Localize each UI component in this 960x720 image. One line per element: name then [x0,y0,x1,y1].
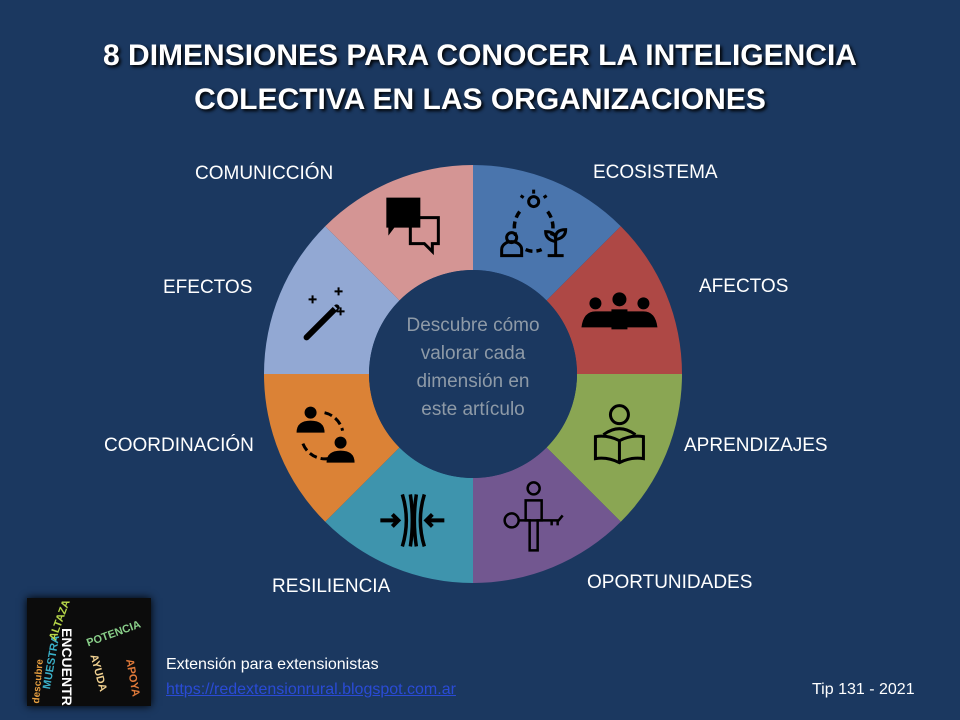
label-ecosistema: ECOSISTEMA [593,162,718,183]
logo-word: AYUDA [87,653,109,693]
person-key-icon [503,481,564,552]
label-oportunidades: OPORTUNIDADES [587,572,753,593]
label-comunicacion: COMUNICCIÓN [195,163,334,184]
chat-bubbles-icon [386,197,440,256]
center-text-line: este artículo [421,399,525,420]
center-circle [369,270,577,478]
wheel-segment-comunicción[interactable] [325,165,473,301]
wheel-segment-oportunidades[interactable] [473,447,621,583]
logo-word: POTENCIA [85,618,143,650]
group-hug-icon [581,292,658,330]
label-efectos: EFECTOS [163,277,253,298]
people-cycle-icon [296,406,355,463]
label-resiliencia: RESILIENCIA [272,576,391,597]
logo-word: descubre [31,658,46,704]
compression-arrows-icon [380,493,445,547]
center-text-line: Descubre cómo [406,315,540,336]
blog-link[interactable]: https://redextensionrural.blogspot.com.a… [166,681,456,698]
center-text-line: dimensión en [416,371,530,392]
center-text-line: valorar cada [420,343,526,364]
label-aprendizajes: APRENDIZAJES [684,435,828,456]
title-line-2: COLECTIVA EN LAS ORGANIZACIONES [194,83,766,116]
wheel-segment-coordinación[interactable] [264,374,400,522]
footer-subtitle: Extensión para extensionistas [166,656,379,673]
ecosystem-icon [500,189,568,258]
logo-word: APOYA [123,658,142,698]
center-text[interactable]: Descubre cómo valorar cada dimensión en … [383,312,563,424]
reader-book-icon [593,404,645,465]
label-afectos: AFECTOS [699,276,789,297]
wheel-segment-aprendizajes[interactable] [546,374,682,522]
page-title: 8 DIMENSIONES PARA CONOCER LA INTELIGENC… [0,34,960,122]
wheel-segment-efectos[interactable] [264,226,400,374]
title-line-1: 8 DIMENSIONES PARA CONOCER LA INTELIGENC… [103,39,857,72]
label-coordinacion: COORDINACIÓN [104,435,254,456]
wheel-segment-resiliencia[interactable] [325,447,473,583]
tip-number: Tip 131 - 2021 [812,681,915,698]
magic-wand-icon [303,287,345,341]
logo-word-cloud: ENCUENTRA MUESTRA ALTAZA AYUDA APOYA POT… [27,598,151,706]
